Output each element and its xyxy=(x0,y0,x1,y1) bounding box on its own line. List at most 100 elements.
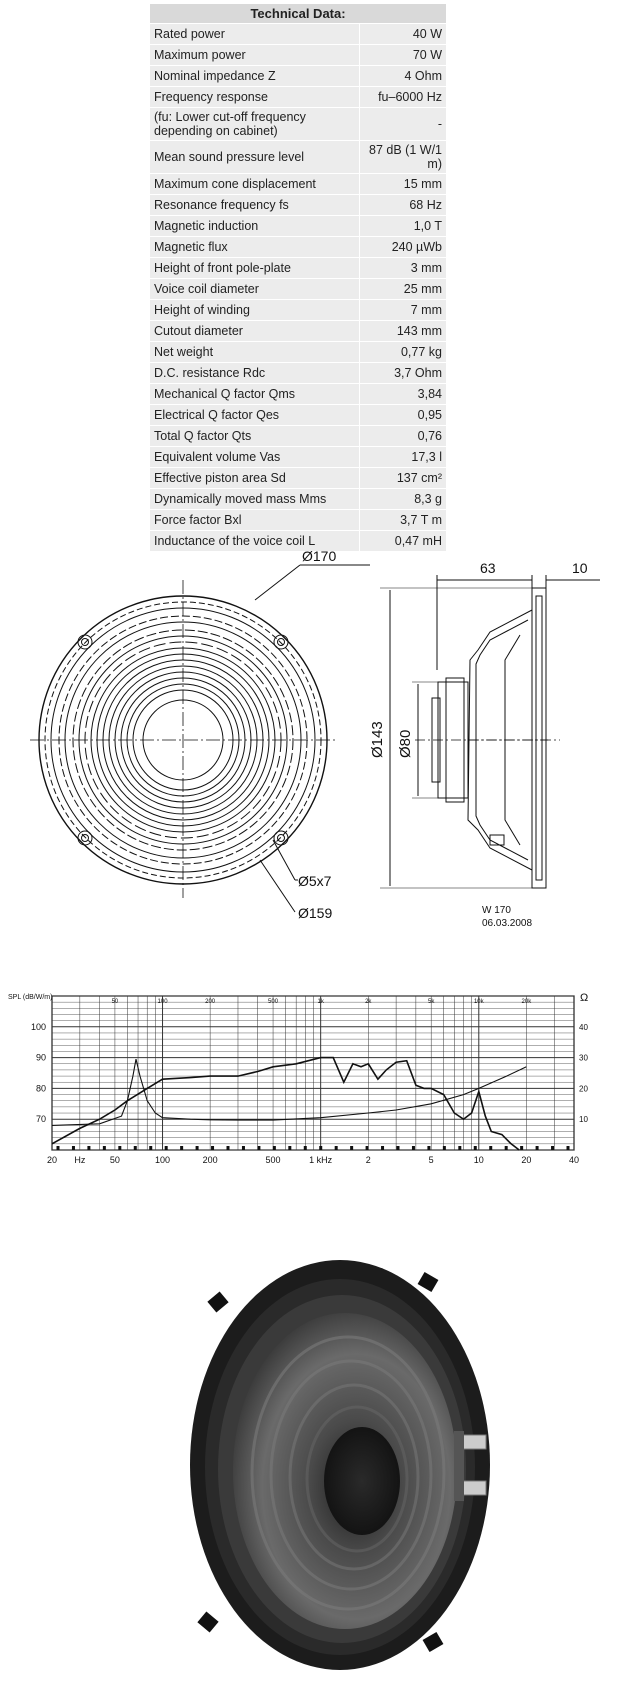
spec-value: 0,47 mH xyxy=(359,531,446,551)
spec-label: Mechanical Q factor Qms xyxy=(150,384,359,404)
tick-mark xyxy=(504,1146,508,1150)
x-tick-label: 2 xyxy=(366,1155,371,1165)
spec-value: 87 dB (1 W/1 m) xyxy=(359,141,446,173)
plot-frame xyxy=(51,995,575,1151)
spec-label: Effective piston area Sd xyxy=(150,468,359,488)
spec-value: 1,0 T xyxy=(359,216,446,236)
tick-mark xyxy=(442,1146,446,1150)
tick-mark xyxy=(164,1146,168,1150)
y-axis-label-right: Ω xyxy=(580,992,588,1004)
top-tick-label: 200 xyxy=(205,999,216,1005)
y-axis-label-left: SPL (dB/W/m) xyxy=(8,994,52,1001)
tick-mark xyxy=(489,1146,493,1150)
spec-label: D.C. resistance Rdc xyxy=(150,363,359,383)
spec-label: Total Q factor Qts xyxy=(150,426,359,446)
spec-label: Maximum power xyxy=(150,45,359,65)
spec-value: 4 Ohm xyxy=(359,66,446,86)
tick-mark xyxy=(365,1146,369,1150)
tick-mark xyxy=(241,1146,245,1150)
tick-mark xyxy=(149,1146,153,1150)
spec-label: Magnetic induction xyxy=(150,216,359,236)
spec-label: Dynamically moved mass Mms xyxy=(150,489,359,509)
spec-label: Electrical Q factor Qes xyxy=(150,405,359,425)
top-tick-label: 10k xyxy=(474,999,485,1005)
spec-label: Resonance frequency fs xyxy=(150,195,359,215)
spec-value: 7 mm xyxy=(359,300,446,320)
tick-mark xyxy=(56,1146,60,1150)
spec-value: 240 µWb xyxy=(359,237,446,257)
spec-label: Magnetic flux xyxy=(150,237,359,257)
spec-value: 0,76 xyxy=(359,426,446,446)
tick-mark xyxy=(133,1146,137,1150)
spec-label: Cutout diameter xyxy=(150,321,359,341)
spec-label: Height of winding xyxy=(150,300,359,320)
speaker-terminals xyxy=(454,1431,487,1501)
left-tick-label: 70 xyxy=(36,1114,46,1124)
side-flange-label: 10 xyxy=(572,560,588,576)
top-tick-label: 50 xyxy=(112,999,119,1005)
tick-mark xyxy=(381,1146,385,1150)
spec-label: Inductance of the voice coil L xyxy=(150,531,359,551)
spec-value: 15 mm xyxy=(359,174,446,194)
spec-label: Maximum cone displacement xyxy=(150,174,359,194)
front-bolt-circle-label: Ø159 xyxy=(298,905,332,921)
front-view xyxy=(30,564,370,913)
spec-label: Rated power xyxy=(150,24,359,44)
side-magnet-label: Ø80 xyxy=(397,730,414,758)
top-tick-label: 5k xyxy=(428,999,435,1005)
spec-value: 25 mm xyxy=(359,279,446,299)
tick-mark xyxy=(350,1146,354,1150)
spec-label: Frequency response xyxy=(150,87,359,107)
spec-value: 0,77 kg xyxy=(359,342,446,362)
tick-mark xyxy=(520,1146,524,1150)
spec-value: - xyxy=(359,108,446,140)
spec-value: 70 W xyxy=(359,45,446,65)
x-tick-label: 5 xyxy=(429,1155,434,1165)
top-tick-label: 100 xyxy=(158,999,169,1005)
tick-mark xyxy=(319,1146,323,1150)
spec-value: 17,3 l xyxy=(359,447,446,467)
tick-mark xyxy=(411,1146,415,1150)
tick-mark xyxy=(226,1146,230,1150)
spec-value: 3,7 Ohm xyxy=(359,363,446,383)
tick-mark xyxy=(334,1146,338,1150)
right-tick-label: 10 xyxy=(579,1115,588,1124)
tick-mark xyxy=(211,1146,215,1150)
tick-mark xyxy=(87,1146,91,1150)
spec-value: 3,7 T m xyxy=(359,510,446,530)
x-tick-label: 10 xyxy=(474,1155,484,1165)
series-line xyxy=(51,1058,527,1126)
spec-label: Voice coil diameter xyxy=(150,279,359,299)
side-view xyxy=(380,575,600,889)
x-tick-label: 20 xyxy=(521,1155,531,1165)
left-tick-label: 100 xyxy=(31,1022,46,1032)
spec-value: 3 mm xyxy=(359,258,446,278)
tick-mark xyxy=(535,1146,539,1150)
tick-mark xyxy=(396,1146,400,1150)
spec-value: 8,3 g xyxy=(359,489,446,509)
x-tick-label: 500 xyxy=(266,1155,281,1165)
tick-mark xyxy=(473,1146,477,1150)
spec-value: 68 Hz xyxy=(359,195,446,215)
x-tick-label: 100 xyxy=(155,1155,170,1165)
spec-label: Force factor Bxl xyxy=(150,510,359,530)
spec-value: fu–6000 Hz xyxy=(359,87,446,107)
